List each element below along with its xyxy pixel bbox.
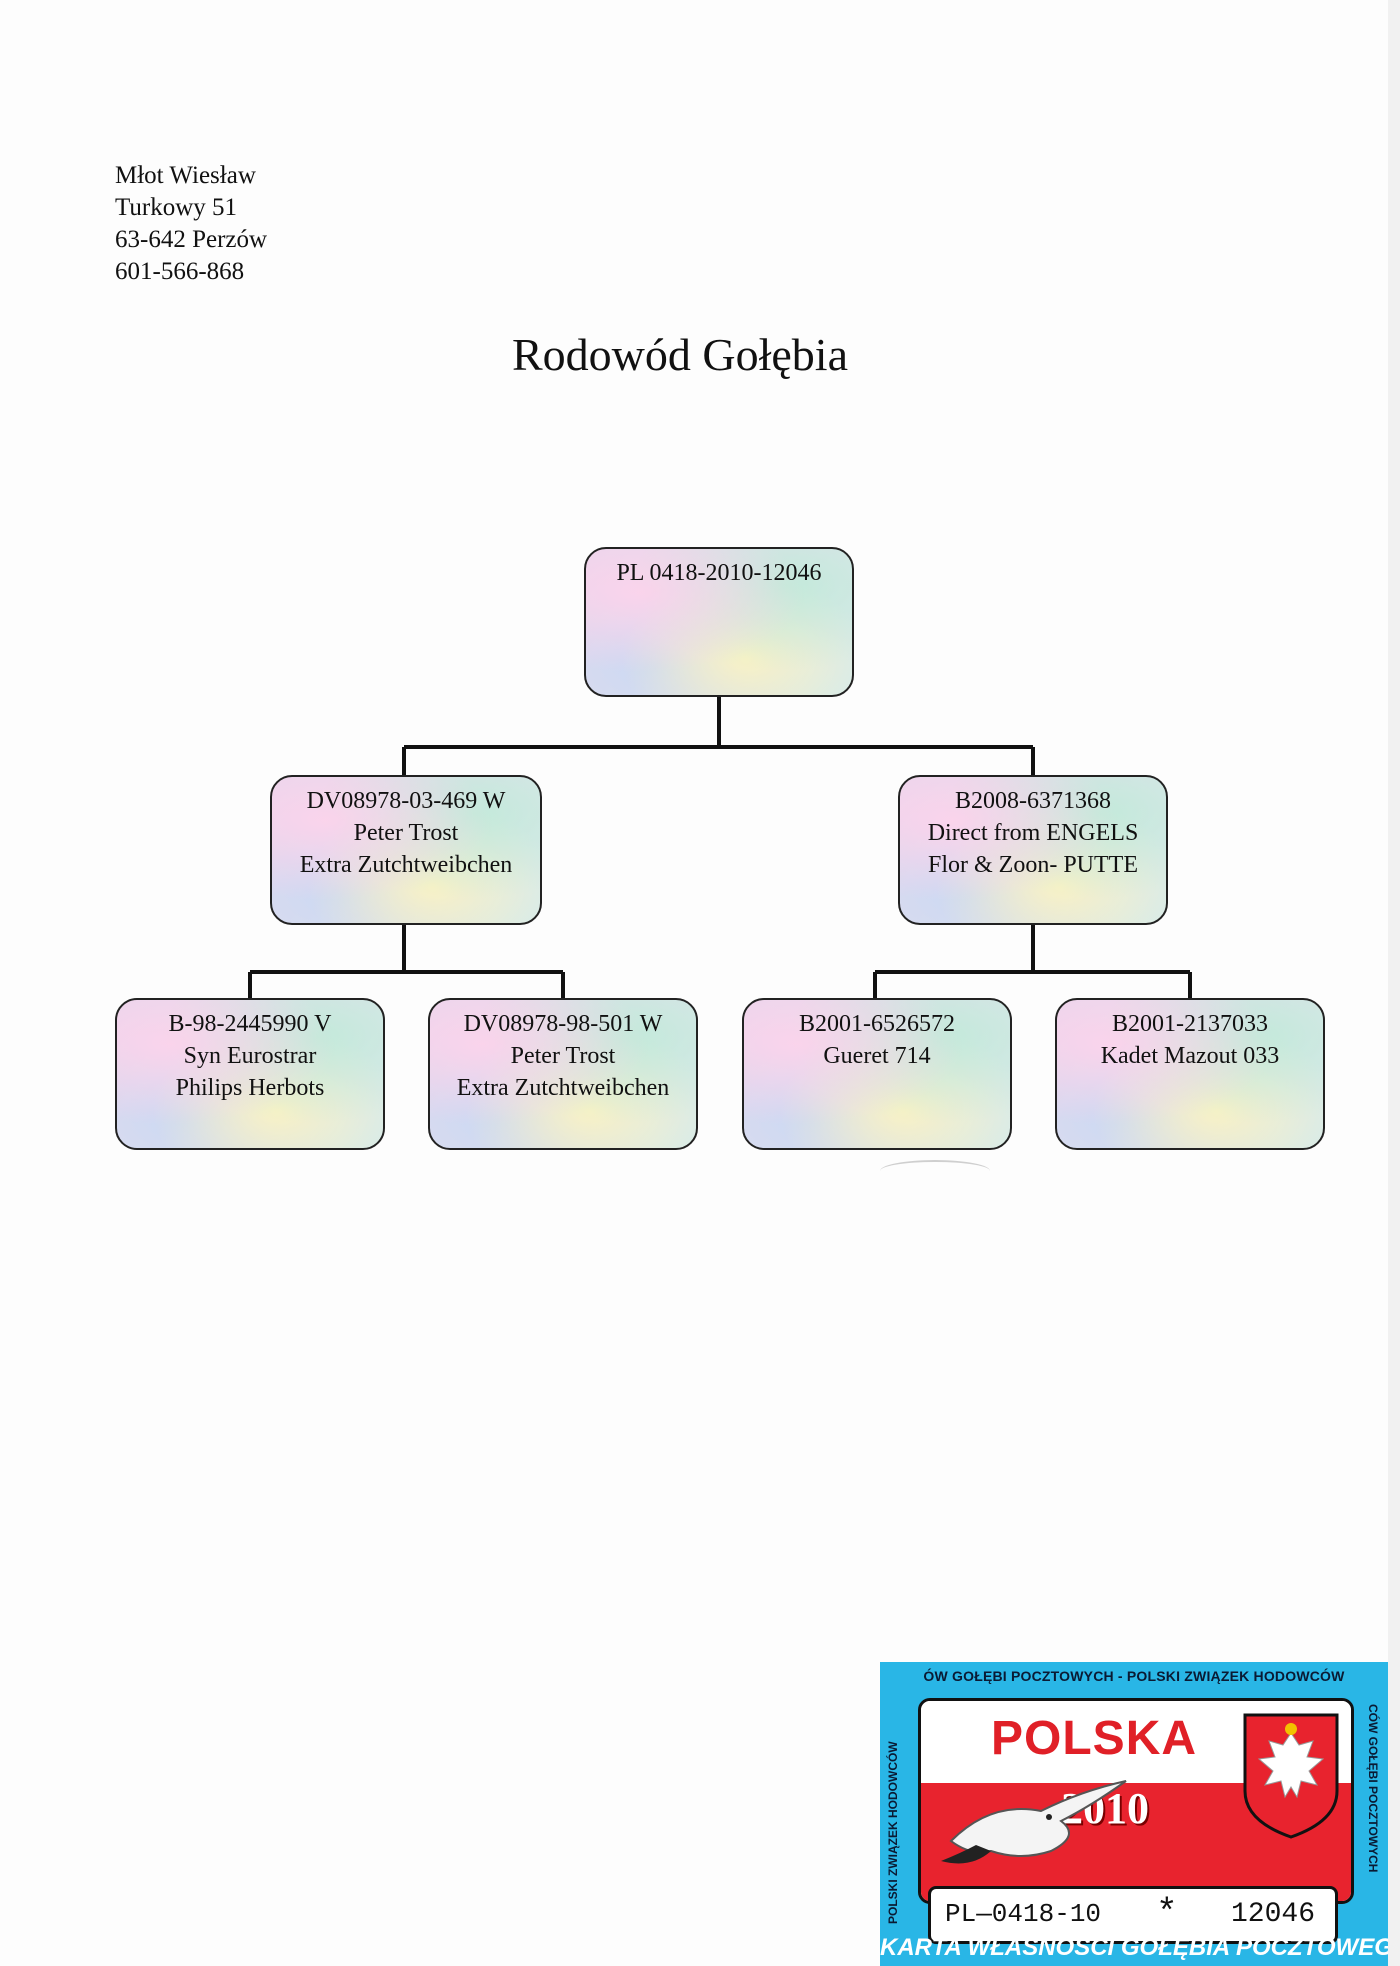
node-line: PL 0418-2010-12046 xyxy=(616,560,822,586)
owner-city: 63-642 Perzów xyxy=(115,226,268,253)
owner-phone: 601-566-868 xyxy=(115,258,245,285)
node-line: Gueret 714 xyxy=(823,1043,931,1069)
pigeon-node-subject: PL 0418-2010-12046 xyxy=(584,547,854,697)
node-line: Peter Trost xyxy=(353,820,459,846)
ring-star: * xyxy=(1156,1893,1178,1934)
pigeon-node-dam-sire: B2001-6526572 Gueret 714 xyxy=(742,998,1012,1150)
owner-name: Młot Wiesław xyxy=(115,162,256,189)
node-line: B-98-2445990 V xyxy=(168,1011,332,1037)
node-line: B2001-6526572 xyxy=(799,1011,955,1037)
ring-number-box: PL—0418-10 * 12046 xyxy=(928,1886,1338,1944)
pigeon-node-sire-sire: B-98-2445990 V Syn Eurostrar Philips Her… xyxy=(115,998,385,1150)
node-line: Direct from ENGELS xyxy=(927,820,1139,846)
scan-mark xyxy=(880,1160,990,1182)
owner-street: Turkowy 51 xyxy=(115,194,238,221)
card-left-text: POLSKI ZWIĄZEK HODOWCÓW xyxy=(886,1741,900,1924)
pigeon-node-dam: B2008-6371368 Direct from ENGELS Flor & … xyxy=(898,775,1168,925)
ring-number: 12046 xyxy=(1231,1899,1316,1930)
card-flag-panel: POLSKA 2010 xyxy=(918,1698,1354,1904)
card-bottom-text: KARTA WŁASNOŚCI GOŁĘBIA POCZTOWEGO xyxy=(880,1934,1388,1961)
node-line: B2001-2137033 xyxy=(1112,1011,1268,1037)
card-top-text: ÓW GOŁĘBI POCZTOWYCH - POLSKI ZWIĄZEK HO… xyxy=(923,1668,1345,1684)
page-title: Rodowód Gołębia xyxy=(511,329,848,380)
node-line: DV08978-03-469 W xyxy=(306,788,506,814)
page-edge xyxy=(1388,0,1400,1966)
node-line: Extra Zutchtweibchen xyxy=(299,852,513,878)
pigeon-node-sire-dam: DV08978-98-501 W Peter Trost Extra Zutch… xyxy=(428,998,698,1150)
eagle-emblem-icon xyxy=(1243,1713,1339,1839)
node-line: Philips Herbots xyxy=(175,1075,325,1101)
ownership-card: ÓW GOŁĘBI POCZTOWYCH - POLSKI ZWIĄZEK HO… xyxy=(880,1662,1388,1966)
pigeon-node-sire: DV08978-03-469 W Peter Trost Extra Zutch… xyxy=(270,775,542,925)
card-right-text: CÓW GOŁĘBI POCZTOWYCH xyxy=(1366,1704,1380,1873)
dove-icon xyxy=(941,1780,1127,1864)
node-line: Syn Eurostrar xyxy=(183,1043,317,1069)
owner-address: Młot Wiesław Turkowy 51 63-642 Perzów 60… xyxy=(115,160,267,288)
pigeon-node-dam-dam: B2001-2137033 Kadet Mazout 033 xyxy=(1055,998,1325,1150)
node-line: Extra Zutchtweibchen xyxy=(456,1075,670,1101)
ring-code: PL—0418-10 xyxy=(945,1899,1102,1929)
node-line: B2008-6371368 xyxy=(955,788,1111,814)
node-line: Kadet Mazout 033 xyxy=(1100,1043,1280,1069)
node-line: Peter Trost xyxy=(510,1043,616,1069)
node-line: DV08978-98-501 W xyxy=(463,1011,663,1037)
node-line: Flor & Zoon- PUTTE xyxy=(928,852,1138,878)
card-country: POLSKA xyxy=(991,1712,1198,1765)
